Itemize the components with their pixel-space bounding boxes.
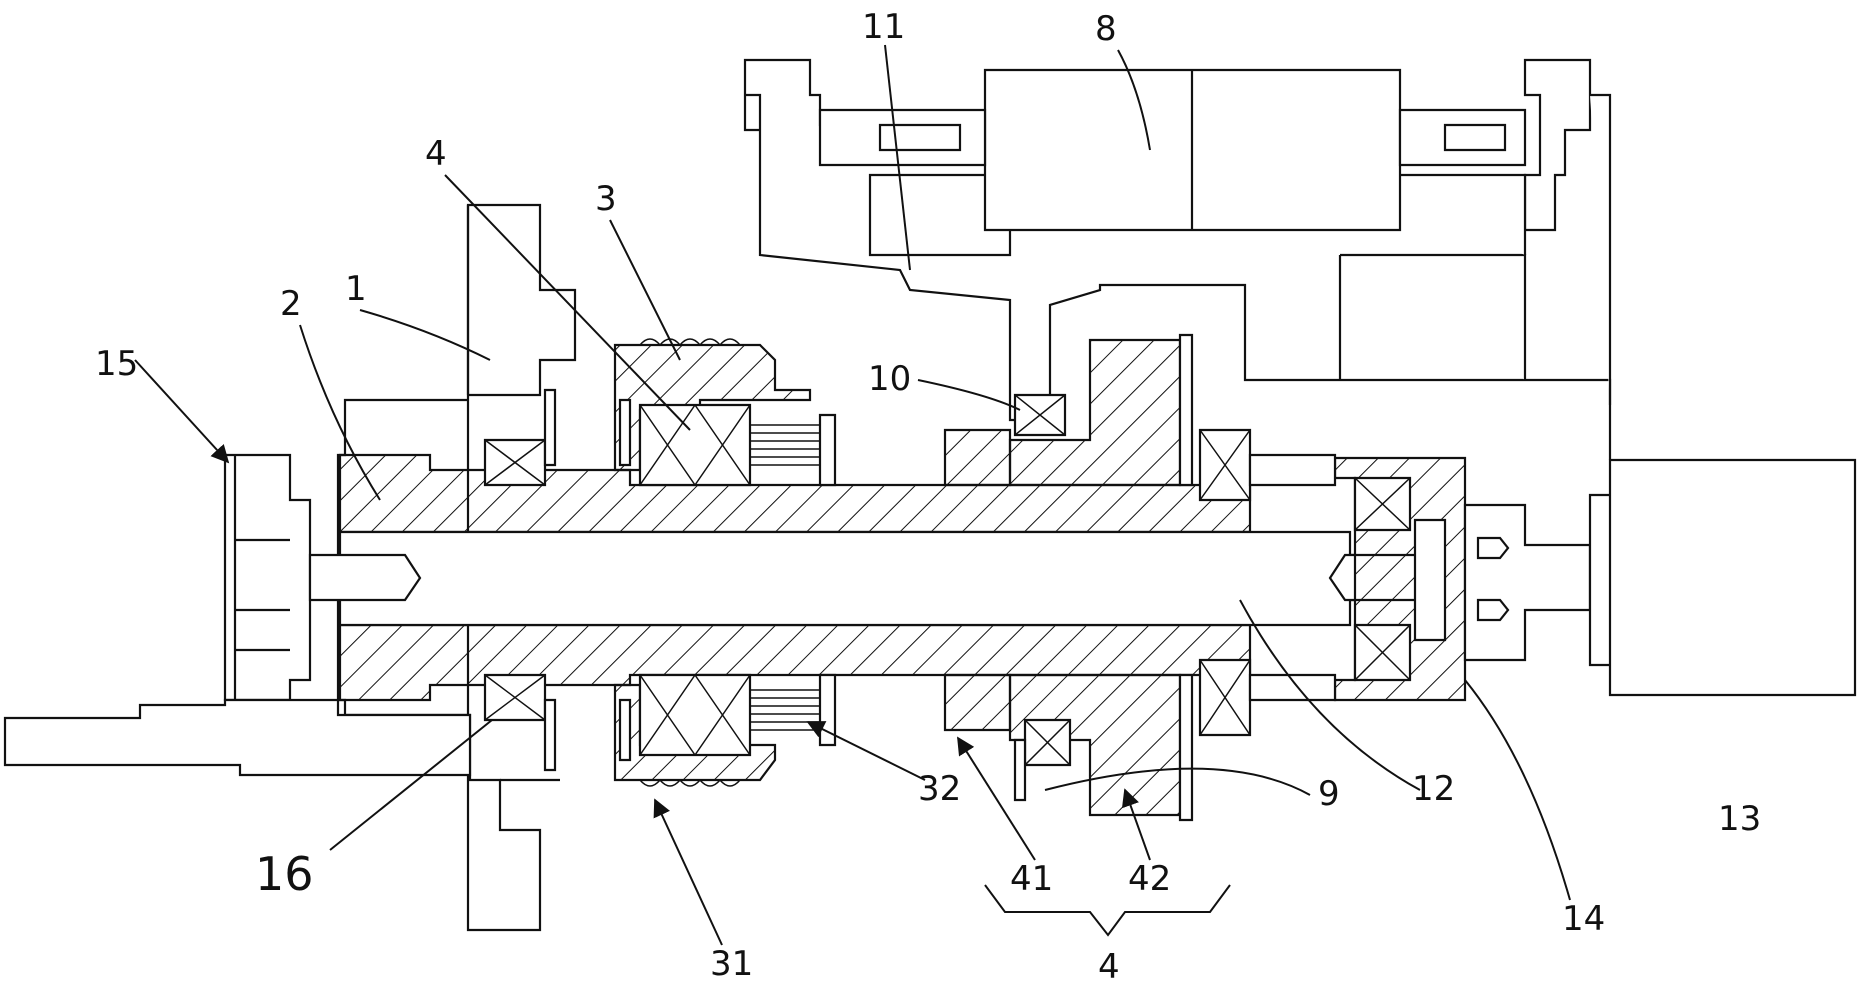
left-coupling-part-15 (223, 453, 312, 702)
leader-lines (134, 44, 1571, 946)
left-shaft-extension (3, 698, 472, 777)
label-13: 13 (1718, 799, 1761, 839)
label-8: 8 (1095, 9, 1117, 49)
label-9: 9 (1318, 774, 1340, 814)
label-31: 31 (710, 944, 753, 982)
right-main-bearing (1198, 428, 1337, 737)
label-4-top: 4 (425, 134, 447, 174)
label-16: 16 (255, 847, 314, 901)
upper-frame (743, 58, 1612, 460)
bearing-part-16 (483, 388, 632, 772)
label-11: 11 (862, 7, 905, 47)
motor-part-8 (818, 68, 1527, 232)
label-1: 1 (345, 269, 367, 309)
label-15: 15 (95, 344, 138, 384)
label-3: 3 (595, 179, 617, 219)
motor-part-13 (1463, 458, 1857, 697)
label-2: 2 (280, 284, 302, 324)
gear-part-3 (613, 338, 812, 787)
bearing-part-10 (1013, 393, 1072, 802)
sleeve-part-2 (338, 453, 1252, 702)
label-42: 42 (1128, 859, 1171, 899)
flange-part-14 (1333, 456, 1467, 702)
label-10: 10 (868, 359, 911, 399)
label-32: 32 (918, 769, 961, 809)
label-4-bottom: 4 (1098, 947, 1120, 982)
label-41: 41 (1010, 859, 1053, 899)
clutch-part-42 (1008, 333, 1194, 822)
central-shaft-part-12 (308, 530, 1422, 627)
label-14: 14 (1562, 899, 1605, 939)
